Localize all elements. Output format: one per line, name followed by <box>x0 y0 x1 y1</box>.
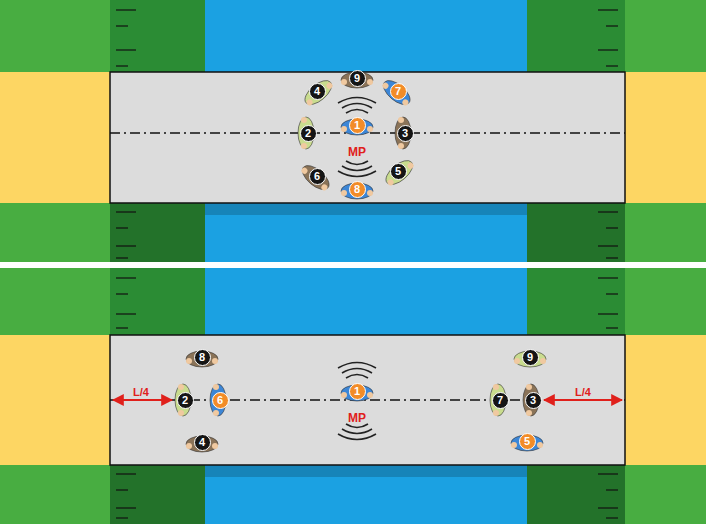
scale-tick <box>598 313 618 314</box>
person-number: 5 <box>519 433 536 450</box>
callout-number: 3 <box>530 395 536 406</box>
person-number: 5 <box>390 163 407 180</box>
scale-tick <box>598 277 618 278</box>
dimension-label: L/4 <box>575 386 591 398</box>
person-number: 7 <box>492 392 509 409</box>
callout-number: 6 <box>314 171 320 182</box>
scale-tick <box>606 327 618 328</box>
callout-number: 1 <box>354 120 360 131</box>
callout-number: 4 <box>199 437 205 448</box>
callout-number: 2 <box>182 395 188 406</box>
person-number: 3 <box>397 125 414 142</box>
callout-number: 8 <box>199 352 205 363</box>
scale-tick <box>606 517 618 518</box>
scale-tick <box>116 517 128 518</box>
callout-number: 6 <box>217 395 223 406</box>
person-number: 9 <box>522 349 539 366</box>
person-figure <box>298 161 333 194</box>
person-number: 1 <box>349 117 366 134</box>
person-figure <box>379 76 414 109</box>
person-number: 2 <box>177 392 194 409</box>
person-number: 9 <box>349 70 366 87</box>
bottom-panel <box>0 268 706 524</box>
scale-tick <box>116 211 136 212</box>
callout-number: 9 <box>354 73 360 84</box>
person-number: 8 <box>349 181 366 198</box>
scale-tick <box>598 49 618 50</box>
person-number: 1 <box>349 383 366 400</box>
scale-tick <box>598 9 618 10</box>
scale-tick <box>606 293 618 294</box>
scale-tick <box>116 257 128 258</box>
callout-number: 4 <box>314 86 320 97</box>
scale-tick <box>606 227 618 228</box>
scale-tick <box>116 227 128 228</box>
scale-marks <box>116 10 618 518</box>
person-number: 4 <box>309 83 326 100</box>
scale-tick <box>598 473 618 474</box>
person-figure <box>301 76 336 109</box>
scale-tick <box>606 489 618 490</box>
callout-number: 7 <box>395 86 401 97</box>
scale-tick <box>116 245 136 246</box>
scale-tick <box>116 49 136 50</box>
scale-tick <box>606 65 618 66</box>
scale-tick <box>116 473 136 474</box>
dimension-label: L/4 <box>133 386 149 398</box>
callout-number: 1 <box>354 386 360 397</box>
measurement-point-label: MP <box>348 411 366 425</box>
scale-tick <box>116 507 136 508</box>
measurement-point-label: MP <box>348 145 366 159</box>
person-number: 2 <box>300 125 317 142</box>
person-number: 4 <box>194 434 211 451</box>
callout-number: 5 <box>395 166 401 177</box>
scale-tick <box>116 9 136 10</box>
scale-tick <box>116 65 128 66</box>
scale-tick <box>598 507 618 508</box>
top-panel <box>0 0 706 262</box>
callout-number: 7 <box>497 395 503 406</box>
person-number: 7 <box>390 83 407 100</box>
scale-tick <box>116 313 136 314</box>
scale-tick <box>116 327 128 328</box>
scale-tick <box>116 293 128 294</box>
person-number: 3 <box>525 392 542 409</box>
person-number: 8 <box>194 349 211 366</box>
callout-number: 5 <box>524 436 530 447</box>
scale-tick <box>598 245 618 246</box>
callout-number: 3 <box>402 128 408 139</box>
scale-tick <box>606 257 618 258</box>
callout-number: 9 <box>527 352 533 363</box>
scale-tick <box>116 25 128 26</box>
scale-tick <box>116 277 136 278</box>
person-figure <box>382 156 417 189</box>
person-number: 6 <box>309 168 326 185</box>
callout-number: 8 <box>354 184 360 195</box>
vibration-waves <box>338 98 376 440</box>
callout-number: 2 <box>305 128 311 139</box>
scale-tick <box>116 489 128 490</box>
person-number: 6 <box>212 392 229 409</box>
scale-tick <box>606 25 618 26</box>
scale-tick <box>598 211 618 212</box>
